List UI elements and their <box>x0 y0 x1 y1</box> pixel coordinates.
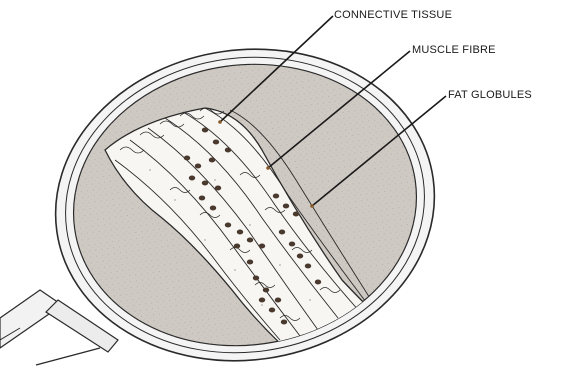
label-muscle-fibre: MUSCLE FIBRE <box>412 44 496 56</box>
label-fat-globules: FAT GLOBULES <box>448 89 532 101</box>
label-connective-tissue: CONNECTIVE TISSUE <box>334 9 452 21</box>
